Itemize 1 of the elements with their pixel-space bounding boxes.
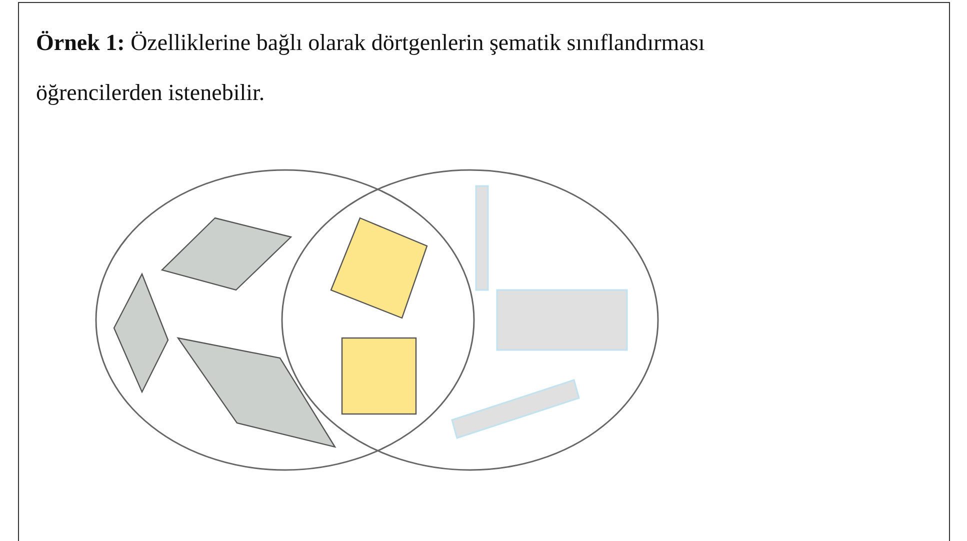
example-text: Örnek 1: Özelliklerine bağlı olarak dörtgenlerin şematik sınıflandırması öğrencilerden istenebilir. (36, 29, 706, 107)
